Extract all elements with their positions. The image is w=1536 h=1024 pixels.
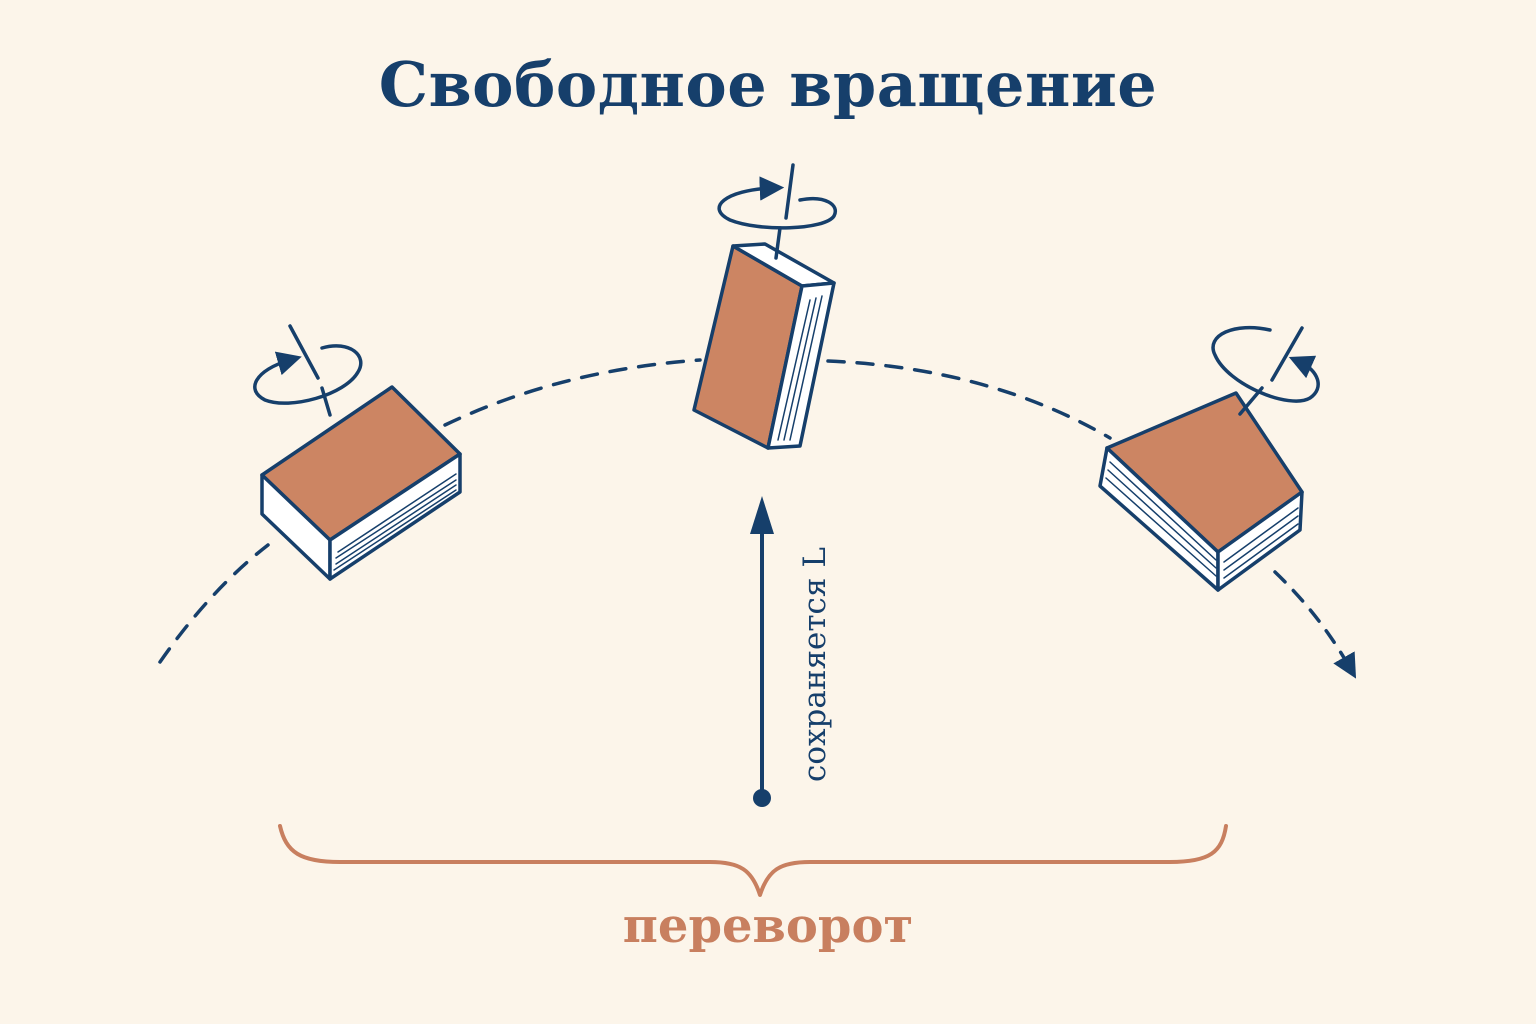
trajectory-arc — [158, 358, 1112, 664]
trajectory-segment-right-upper — [826, 359, 1112, 440]
momentum-label: сохраняется L — [797, 547, 833, 783]
book-left — [253, 324, 462, 581]
trajectory-end-arrow — [1273, 570, 1357, 679]
book-right-pages — [1216, 490, 1304, 592]
book-left-page-lines — [333, 473, 457, 571]
book-top-page-lines — [777, 295, 823, 441]
book-left-rotation-ellipse — [253, 344, 363, 405]
momentum-arrow-head — [750, 496, 774, 534]
flip-brace — [278, 824, 1228, 897]
book-right-page-lines — [1105, 461, 1299, 579]
diagram-title: Свободное вращение — [378, 48, 1158, 121]
book-left-axis-bottom — [320, 386, 332, 417]
book-left-axis-top — [288, 324, 320, 380]
momentum-origin-dot — [753, 789, 771, 807]
trajectory-segment-left-lower — [158, 543, 270, 664]
angular-momentum-vector — [750, 496, 774, 807]
book-top-axis-bottom — [774, 226, 782, 260]
trajectory-segment-left-upper — [443, 358, 702, 427]
book-top — [692, 163, 838, 450]
book-top-rotation-ellipse — [717, 176, 838, 230]
book-top-axis-top — [784, 163, 795, 220]
book-right-rotation-ellipse — [1211, 325, 1320, 403]
flip-label: переворот — [622, 898, 914, 954]
book-right — [1098, 325, 1320, 592]
book-right-axis-top — [1270, 326, 1304, 382]
book-left-pages — [328, 452, 462, 581]
